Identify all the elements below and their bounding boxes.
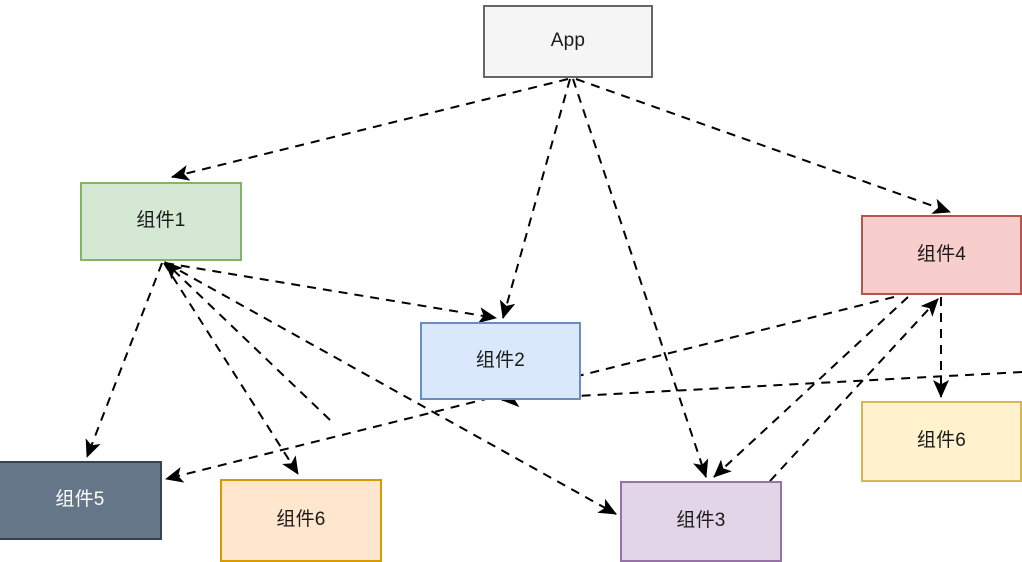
node-component-6-right-label: 组件6: [916, 430, 967, 452]
node-component-2-label: 组件2: [475, 349, 526, 371]
node-component-6-right[interactable]: 组件6: [861, 401, 1022, 482]
edge-comp1-to-comp2: [164, 262, 497, 324]
node-component-4[interactable]: 组件4: [861, 215, 1022, 295]
edge-comp1-to-comp5: [85, 262, 163, 458]
node-component-1-label: 组件1: [136, 210, 186, 232]
node-component-3[interactable]: 组件3: [620, 481, 782, 562]
edge-comp1-to-comp6bottom: [163, 262, 299, 475]
node-component-3-label: 组件3: [676, 510, 726, 532]
node-component-2[interactable]: 组件2: [420, 322, 581, 400]
node-component-5[interactable]: 组件5: [0, 461, 162, 540]
node-component-6-bottom-label: 组件6: [276, 509, 326, 531]
edge-app-to-comp3: [572, 78, 709, 478]
edge-app-to-comp4: [575, 78, 951, 214]
node-component-4-label: 组件4: [916, 243, 967, 265]
node-app-label: App: [550, 30, 586, 52]
node-app[interactable]: App: [483, 5, 653, 78]
node-component-6-bottom[interactable]: 组件6: [220, 479, 382, 562]
edge-app-to-comp1: [171, 78, 569, 181]
edge-comp1-to-comp1_in: [164, 261, 331, 421]
node-component-1[interactable]: 组件1: [80, 182, 242, 261]
edge-app-to-comp2: [499, 78, 571, 319]
node-component-5-label: 组件5: [55, 489, 105, 511]
